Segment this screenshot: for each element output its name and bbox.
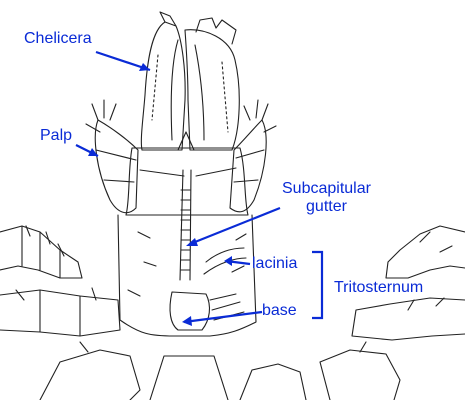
chelicera-arrowhead (139, 63, 150, 71)
lacinia-arrowhead (224, 256, 232, 266)
label-subcapitular-gutter: Subcapitular gutter (282, 180, 371, 216)
chelicera-right-digit (195, 17, 237, 45)
leg-1-left (0, 225, 83, 279)
arrowheads (88, 63, 232, 326)
sternum-outline (117, 214, 257, 337)
chelicera-right (184, 29, 240, 151)
palp-left-joints (95, 149, 137, 183)
label-subcapitular-line2: gutter (306, 198, 347, 215)
chelicera-left-inner (170, 39, 179, 141)
leg-1-right (385, 225, 465, 279)
subcapitular-gutter-line-left (179, 169, 184, 281)
tritosternum-base (169, 291, 211, 331)
palp-right-joints (233, 149, 265, 183)
label-base: base (262, 302, 297, 319)
subcapitulum (125, 147, 249, 216)
tritosternum-bracket (312, 250, 324, 320)
label-subcapitular-line1: Subcapitular (282, 180, 371, 197)
leg-1-left-joints (21, 225, 61, 279)
label-tritosternum: Tritosternum (334, 279, 424, 296)
palp-right (229, 119, 267, 213)
palp-left (94, 119, 139, 214)
subcapitular-gutter-line-right (189, 169, 192, 281)
line-art (0, 11, 465, 400)
chelicera-right-inner (194, 44, 205, 141)
setae (15, 225, 453, 353)
leg-2-right (351, 297, 465, 341)
subcapitular-pointer (189, 206, 281, 246)
leg-2-left (0, 289, 121, 337)
hypostome-cone (177, 131, 195, 151)
palp-left-setae (85, 99, 117, 133)
base-arrowhead (182, 316, 192, 326)
chelicera-left-digit (159, 11, 177, 27)
chelicera-left (140, 21, 186, 151)
pointer-lines (75, 50, 324, 324)
subcapitular-gutter-ticks (180, 189, 191, 271)
leg-bottom-left (39, 349, 141, 400)
palp-arrowhead (88, 148, 98, 156)
label-lacinia: lacinia (252, 255, 298, 272)
leg-bottom-center (149, 355, 229, 400)
chelicera-dotted-right (221, 61, 229, 133)
subcapitular-arrowhead (186, 238, 198, 246)
subcapitulum-fold-right (195, 167, 237, 177)
label-palp: Palp (40, 127, 73, 144)
leg-bottom-right (319, 349, 401, 400)
palp-right-setae (243, 99, 277, 133)
leg-2-left-joints (39, 289, 81, 337)
label-chelicera: Chelicera (24, 30, 92, 47)
chelicera-dotted-left (151, 54, 159, 121)
leg-bottom-right-2 (239, 363, 307, 400)
subcapitulum-fold-left (139, 169, 185, 177)
base-pointer (183, 310, 263, 324)
